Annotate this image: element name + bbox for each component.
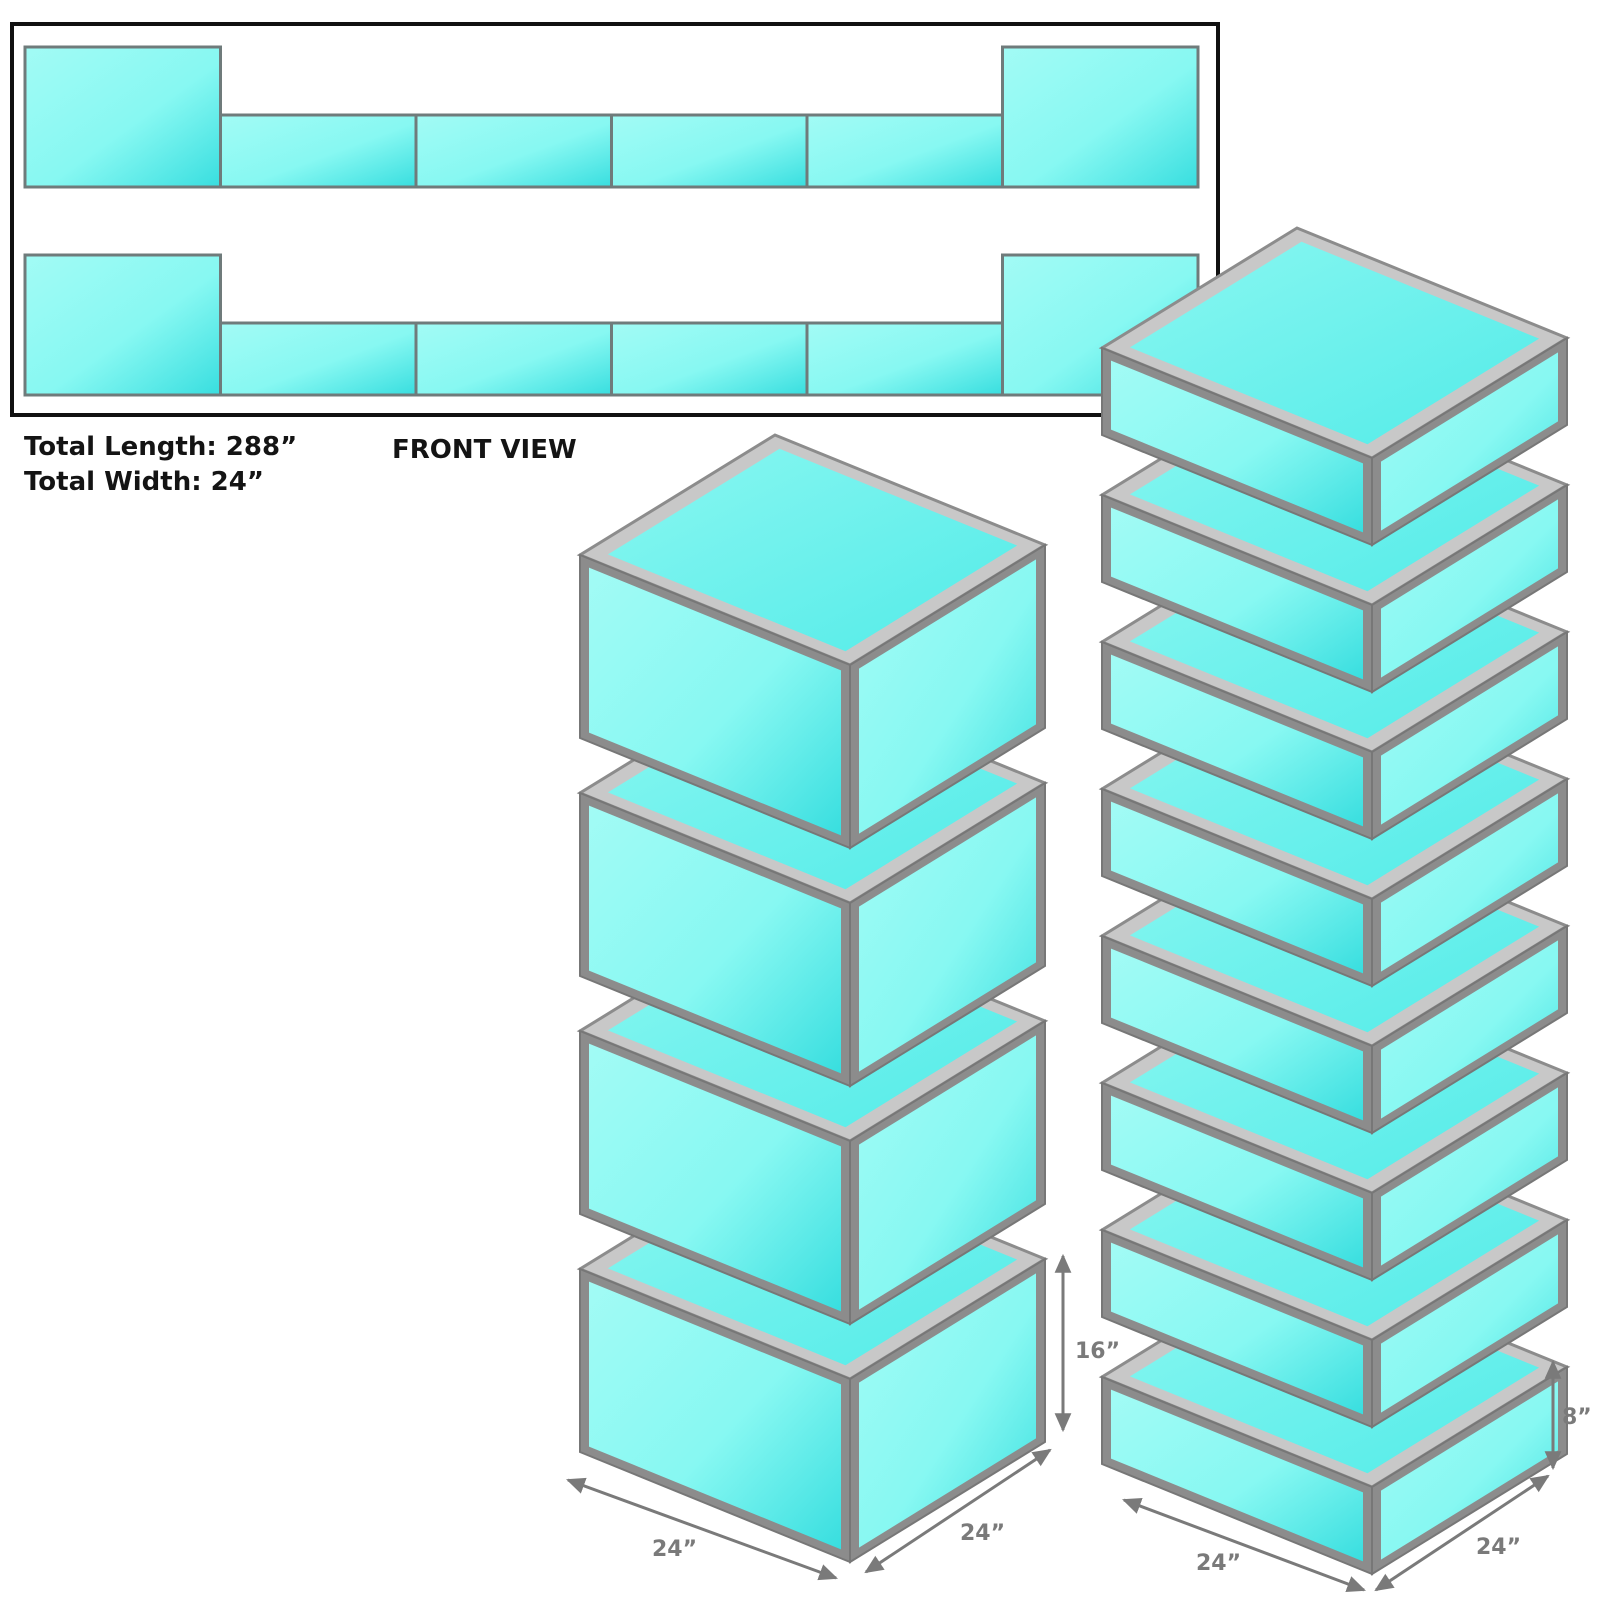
depth-dimension-line — [864, 1448, 1052, 1574]
riser-cube — [576, 433, 1049, 850]
cube-right-panel — [1381, 1087, 1558, 1266]
tall-width-label: 24” — [652, 1537, 697, 1562]
cube-left-panel — [589, 567, 841, 836]
cube-right-panel — [1381, 499, 1558, 678]
tall-height-label: 16” — [1075, 1339, 1120, 1364]
cube-left-panel — [589, 805, 841, 1074]
tall-riser-stack — [576, 433, 1049, 1564]
short-stack-dimensions: 8” 24” 24” — [1122, 1359, 1592, 1592]
short-riser-block — [219, 321, 418, 397]
short-riser-block — [805, 321, 1004, 397]
cube-left-panel — [1111, 654, 1363, 827]
cube-left-panel — [1111, 1095, 1363, 1268]
front-view-row-top — [23, 45, 1200, 189]
front-view-panel — [10, 22, 1220, 417]
short-width-label: 24” — [1196, 1551, 1241, 1576]
tall-riser-block — [23, 253, 222, 397]
tall-depth-label: 24” — [960, 1521, 1005, 1546]
front-view-title: FRONT VIEW — [392, 435, 577, 465]
short-riser-block — [805, 113, 1004, 189]
riser-cube — [1098, 226, 1571, 547]
cube-right-panel — [1381, 1234, 1558, 1413]
short-riser-block — [610, 113, 809, 189]
cube-left-panel — [1111, 801, 1363, 974]
cube-right-panel — [859, 1035, 1036, 1310]
short-height-label: 8” — [1562, 1405, 1592, 1430]
short-riser-block — [414, 113, 613, 189]
cube-right-panel — [859, 797, 1036, 1072]
tall-stack-dimensions: 16” 24” 24” — [566, 1253, 1120, 1581]
short-riser-block — [610, 321, 809, 397]
cube-right-panel — [1381, 352, 1558, 531]
front-view-row-bottom — [23, 253, 1200, 397]
cube-top-panel — [607, 448, 1018, 652]
total-length-label: Total Length: 288” — [24, 432, 297, 462]
cube-right-panel — [1381, 646, 1558, 825]
depth-dimension-line — [1374, 1474, 1550, 1592]
width-dimension-line — [566, 1477, 838, 1581]
total-width-label: Total Width: 24” — [24, 467, 264, 497]
tall-riser-block — [23, 45, 222, 189]
short-riser-block — [414, 321, 613, 397]
cube-right-panel — [1381, 940, 1558, 1119]
cube-left-panel — [589, 1043, 841, 1312]
cube-top-panel — [1129, 241, 1540, 445]
cube-left-panel — [1111, 507, 1363, 680]
width-dimension-line — [1122, 1498, 1366, 1592]
cube-left-panel — [1111, 1242, 1363, 1415]
cube-right-panel — [1381, 793, 1558, 972]
short-depth-label: 24” — [1476, 1535, 1521, 1560]
cube-right-panel — [859, 559, 1036, 834]
short-riser-stack — [1098, 226, 1571, 1576]
tall-riser-block — [1001, 45, 1200, 189]
short-riser-block — [219, 113, 418, 189]
cube-left-panel — [1111, 360, 1363, 533]
cube-left-panel — [1111, 948, 1363, 1121]
